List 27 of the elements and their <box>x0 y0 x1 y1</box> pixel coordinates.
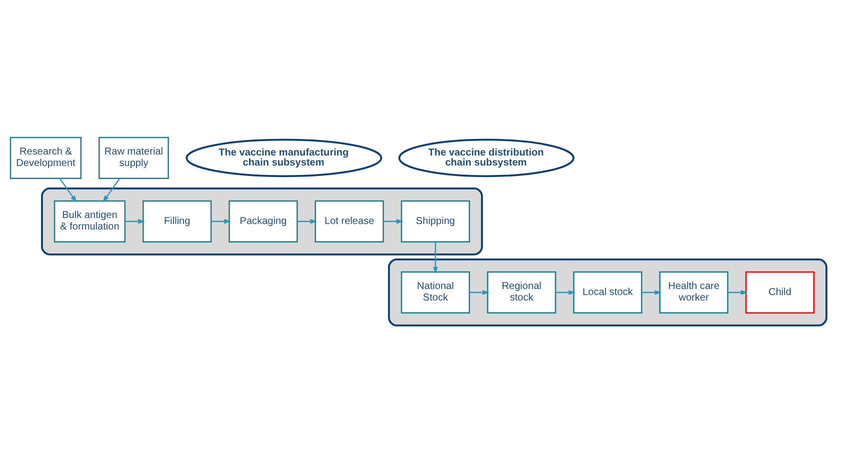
arrow <box>59 178 77 202</box>
arrow <box>556 290 576 295</box>
node-ellipse: The vaccine manufacturing chain subsystem <box>186 138 382 178</box>
cluster <box>41 187 483 256</box>
node-ellipse: The vaccine distribution chain subsystem <box>398 138 574 178</box>
arrow <box>469 290 490 295</box>
arrow <box>102 178 120 202</box>
arrow <box>383 219 404 224</box>
arrow <box>125 219 146 224</box>
arrow <box>433 242 438 274</box>
node-box: Lot release <box>314 200 384 242</box>
arrow <box>211 219 232 224</box>
node-box: Raw material supply <box>98 136 169 179</box>
cluster <box>388 258 828 326</box>
node-box: Bulk antigen & formulation <box>54 200 126 242</box>
arrow <box>297 219 318 224</box>
node-box: Packaging <box>228 200 298 242</box>
node-box: Local stock <box>573 271 642 314</box>
node-box: Health care worker <box>659 271 728 314</box>
node-box: Filling <box>142 200 212 242</box>
arrow <box>642 290 662 295</box>
node-box: Regional stock <box>487 271 556 314</box>
node-box: Child <box>745 271 814 314</box>
node-box: National Stock <box>400 271 470 314</box>
node-box: Shipping <box>400 200 470 242</box>
node-box: Research & Development <box>10 136 82 179</box>
arrow <box>728 290 748 295</box>
